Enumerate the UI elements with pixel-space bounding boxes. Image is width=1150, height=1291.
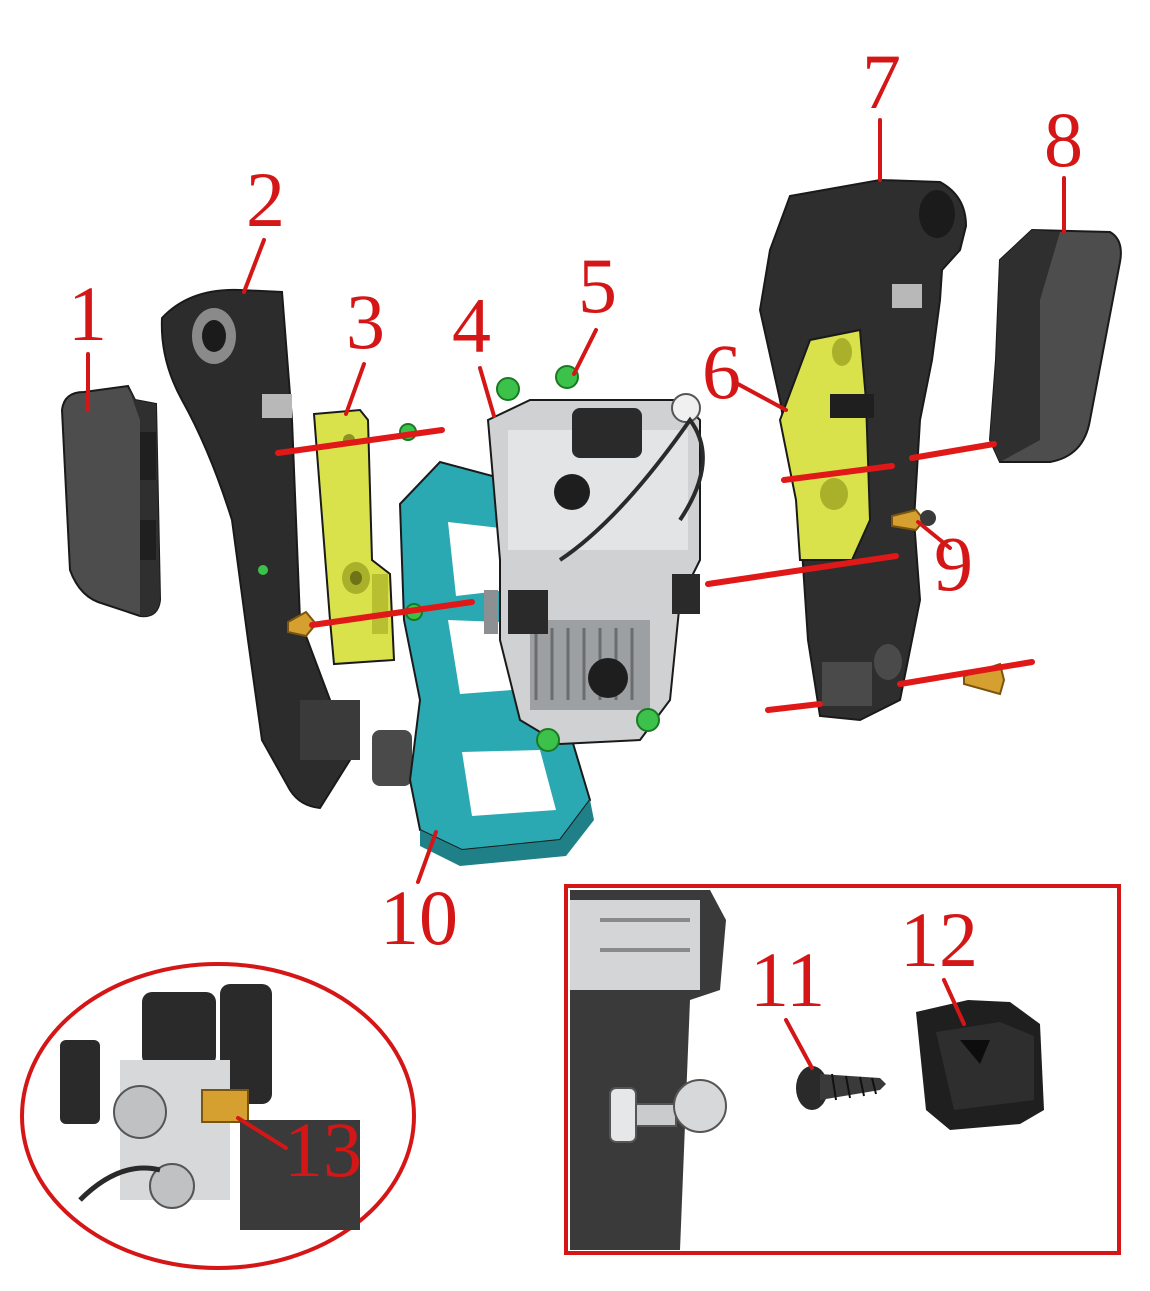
- part-10-cyan-frame: [398, 460, 594, 866]
- cap-12-part: [916, 1000, 1044, 1130]
- callout-2: 2: [242, 156, 285, 294]
- callout-2-label: 2: [246, 156, 285, 243]
- callout-1: 1: [68, 270, 107, 412]
- callout-3: 3: [344, 278, 385, 416]
- callout-4: 4: [452, 282, 496, 418]
- callout-12-label: 12: [900, 896, 978, 983]
- part-1-left-cover: [60, 384, 162, 618]
- callout-12: 12: [900, 896, 978, 1026]
- part-2-left-housing: [160, 288, 412, 810]
- callout-6-label: 6: [702, 328, 741, 415]
- callout-8-label: 8: [1044, 96, 1083, 183]
- assembly-axes: [275, 427, 1035, 713]
- part-9-brass-clip: [891, 508, 936, 532]
- callout-13: 13: [236, 1106, 362, 1193]
- callout-11-label: 11: [750, 936, 825, 1023]
- part-8-right-cover: [988, 228, 1122, 463]
- callout-7: 7: [862, 38, 901, 182]
- callout-10-label: 10: [380, 874, 458, 961]
- callout-3-label: 3: [346, 278, 385, 365]
- callout-5: 5: [572, 242, 617, 376]
- callout-6: 6: [702, 328, 788, 415]
- detail-inset-11-12: [564, 884, 1121, 1255]
- callout-13-label: 13: [284, 1106, 362, 1193]
- callout-8: 8: [1044, 96, 1083, 234]
- callout-9: 9: [916, 520, 973, 607]
- callout-1-label: 1: [68, 270, 107, 357]
- screw-11-part: [796, 1066, 886, 1110]
- part-4-control-module: [484, 393, 705, 746]
- part-6-yellow-bracket: [778, 328, 874, 561]
- callout-5-label: 5: [578, 242, 617, 329]
- callout-4-label: 4: [452, 282, 491, 369]
- brass-clip-left: [287, 610, 318, 638]
- callout-10: 10: [380, 830, 458, 961]
- detail-inset-13: [20, 962, 416, 1270]
- callout-9-label: 9: [934, 520, 973, 607]
- part-3-yellow-bracket: [312, 408, 396, 666]
- callout-11: 11: [750, 936, 825, 1070]
- callout-7-label: 7: [862, 38, 901, 125]
